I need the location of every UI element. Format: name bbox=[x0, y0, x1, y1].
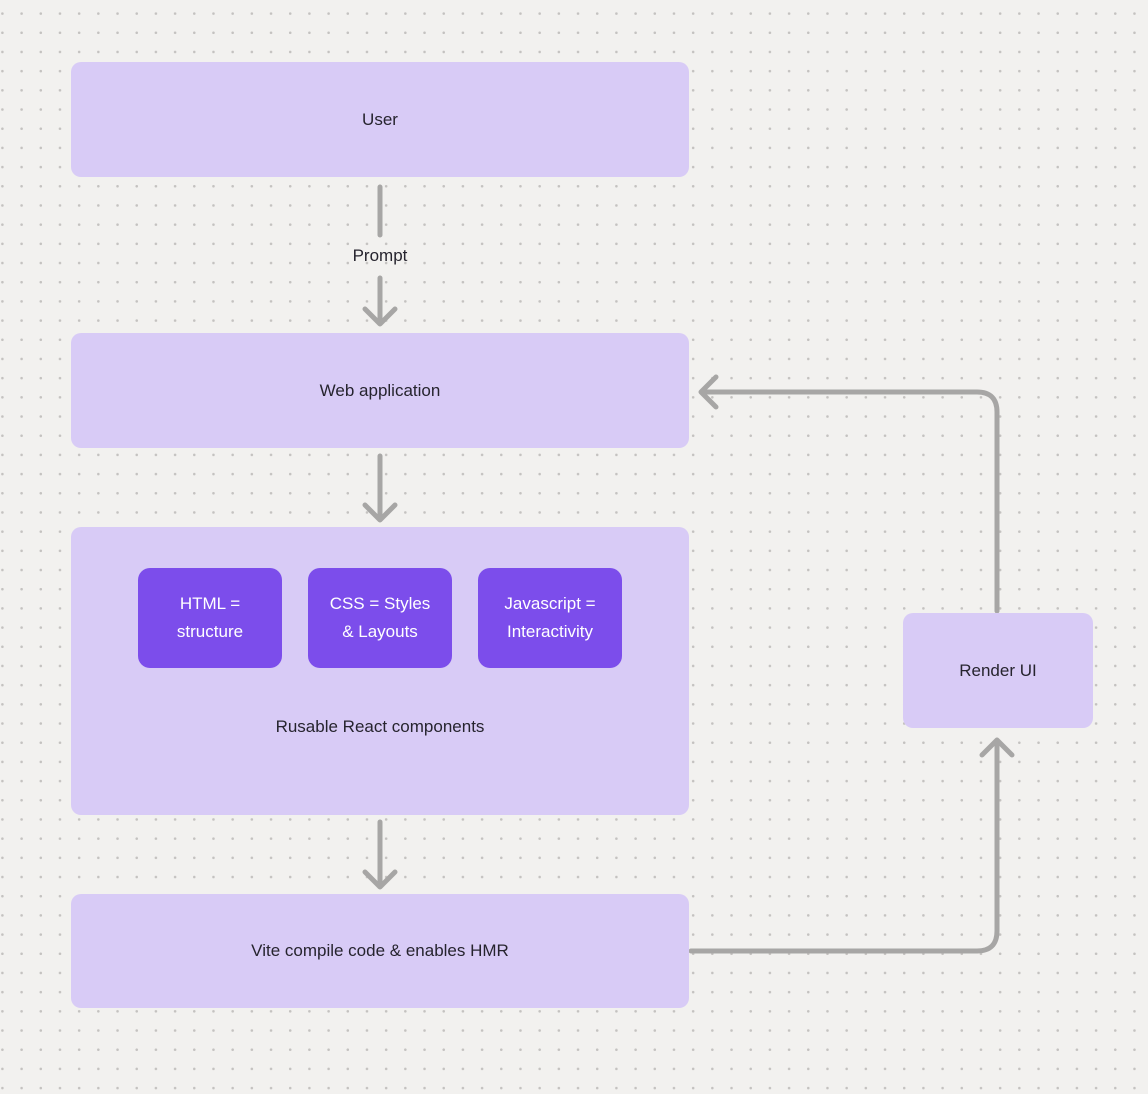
connector-render-to-web bbox=[703, 389, 1000, 614]
node-components-container[interactable]: HTML = structure CSS = Styles & Layouts … bbox=[71, 527, 689, 815]
node-vite-label: Vite compile code & enables HMR bbox=[251, 941, 509, 960]
node-render-ui[interactable]: Render UI bbox=[903, 613, 1093, 728]
node-html[interactable]: HTML = structure bbox=[138, 568, 282, 668]
arrow-web-to-components-head bbox=[362, 502, 398, 523]
component-row: HTML = structure CSS = Styles & Layouts … bbox=[71, 568, 689, 668]
arrow-components-to-vite-head bbox=[362, 869, 398, 890]
node-vite[interactable]: Vite compile code & enables HMR bbox=[71, 894, 689, 1008]
node-web-application[interactable]: Web application bbox=[71, 333, 689, 448]
node-user-label: User bbox=[362, 109, 398, 129]
node-web-application-label: Web application bbox=[319, 380, 441, 400]
node-render-ui-label: Render UI bbox=[959, 660, 1037, 680]
node-html-label-line1: HTML = bbox=[179, 594, 241, 613]
connector-vite-to-render bbox=[688, 739, 1000, 954]
node-javascript[interactable]: Javascript = Interactivity bbox=[478, 568, 622, 668]
connector-vite-to-render-head bbox=[979, 737, 1015, 758]
edge-label-prompt: Prompt bbox=[352, 246, 408, 265]
node-user[interactable]: User bbox=[71, 62, 689, 177]
node-javascript-label-line2: Interactivity bbox=[507, 622, 593, 641]
node-css[interactable]: CSS = Styles & Layouts bbox=[308, 568, 452, 668]
node-html-label-line2: structure bbox=[176, 622, 244, 641]
connector-render-to-web-head bbox=[698, 374, 719, 410]
node-css-label-line2: & Layouts bbox=[342, 622, 418, 641]
node-javascript-label-line1: Javascript = bbox=[504, 594, 596, 613]
components-container-caption: Rusable React components bbox=[275, 717, 485, 736]
node-css-label-line1: CSS = Styles bbox=[329, 594, 431, 613]
arrow-prompt-to-web-head bbox=[362, 306, 398, 327]
